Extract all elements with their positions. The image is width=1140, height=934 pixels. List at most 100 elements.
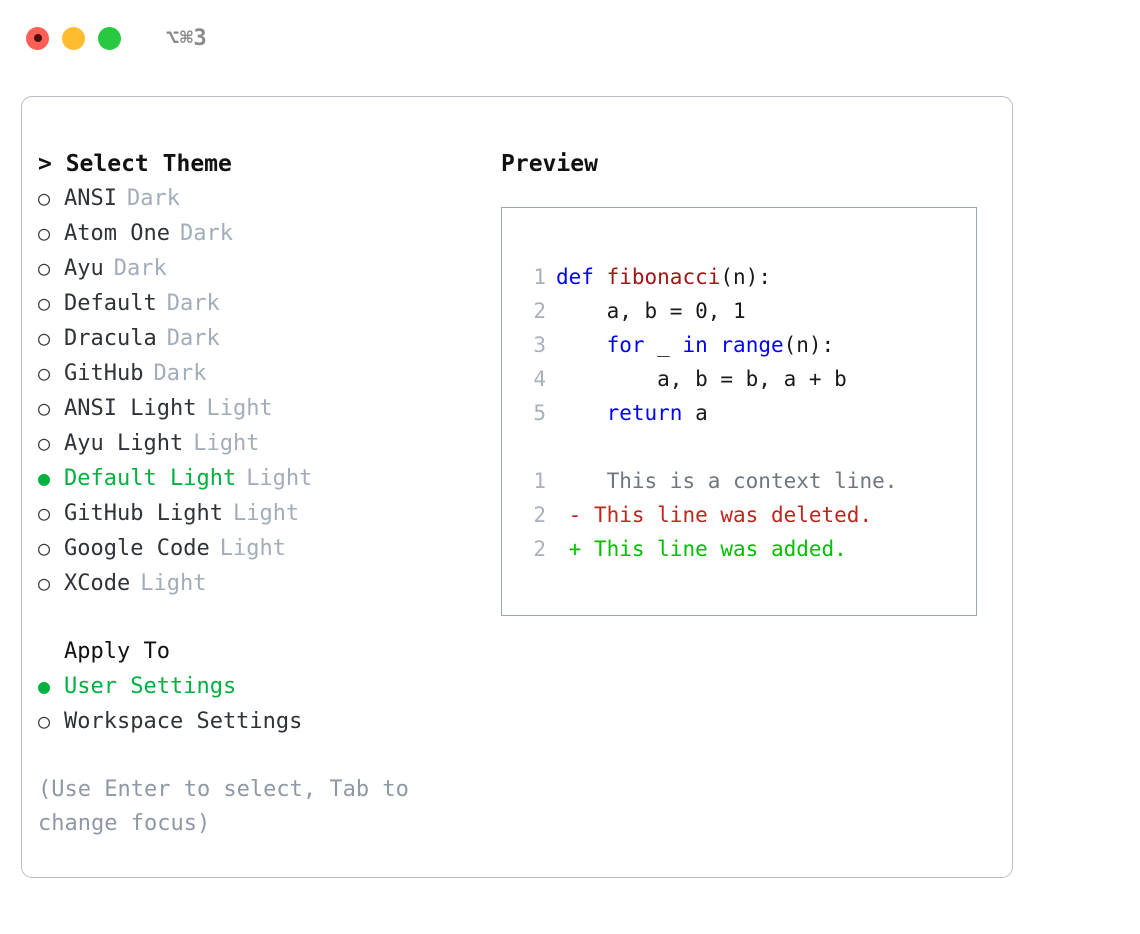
close-button[interactable] <box>26 26 49 50</box>
code-token <box>708 333 721 357</box>
radio-unselected-icon: ○ <box>38 326 51 350</box>
preview-box: 1 def fibonacci(n): 2 a, b = 0, 1 3 for _ i… <box>501 207 977 616</box>
diff-text: This is a context line. <box>581 469 898 493</box>
apply-to-option-workspace-settings[interactable]: ○Workspace Settings <box>38 704 468 739</box>
radio-selected-icon: ● <box>38 674 51 698</box>
code-token: def <box>556 265 594 289</box>
diff-line-number: 1 <box>533 469 546 493</box>
code-token <box>556 401 607 425</box>
radio-unselected-icon: ○ <box>38 396 51 420</box>
diff-line: 1 This is a context line. <box>524 464 976 498</box>
code-line-number: 2 <box>533 299 546 323</box>
code-line-number: 1 <box>533 265 546 289</box>
theme-kind-badge: Dark <box>166 291 220 316</box>
theme-option-label: Default <box>64 291 157 316</box>
theme-option-label: Ayu <box>64 256 104 281</box>
preview-panel: Preview 1 def fibonacci(n): 2 a, b = 0, 1 3… <box>501 147 981 616</box>
code-line: 2 a, b = 0, 1 <box>524 294 976 328</box>
theme-kind-badge: Dark <box>166 326 220 351</box>
radio-unselected-icon: ○ <box>38 291 51 315</box>
theme-option-label: Ayu Light <box>64 431 184 456</box>
diff-line: 2 + This line was added. <box>524 532 976 566</box>
apply-to-option-user-settings[interactable]: ● User Settings <box>38 669 468 704</box>
code-token: a, b = b, a + b <box>556 367 847 391</box>
theme-option-label: Default Light <box>64 466 237 491</box>
preview-header: Preview <box>501 151 598 177</box>
code-token <box>594 265 607 289</box>
theme-option-dracula[interactable]: ○ Dracula Dark <box>38 321 468 356</box>
radio-unselected-icon: ○ <box>38 536 51 560</box>
code-line: 5 return a <box>524 396 976 430</box>
theme-option-ayu-light[interactable]: ○ Ayu Light Light <box>38 426 468 461</box>
theme-kind-badge: Dark <box>113 256 167 281</box>
radio-unselected-icon: ○ <box>38 431 51 455</box>
code-token: return <box>606 401 683 425</box>
radio-unselected-icon: ○ <box>38 221 51 245</box>
theme-option-ansi-light[interactable]: ○ ANSI Light Light <box>38 391 468 426</box>
theme-option-label: ANSI <box>64 186 117 211</box>
keyboard-shortcut-label: ⌥⌘3 <box>166 25 208 51</box>
code-token: range <box>720 333 784 357</box>
diff-sign <box>556 469 581 493</box>
diff-line-number: 2 <box>533 503 546 527</box>
minimize-button[interactable] <box>62 26 85 50</box>
code-line-number: 3 <box>533 333 546 357</box>
theme-option-label: Dracula <box>64 326 157 351</box>
code-token: _ <box>644 333 683 357</box>
theme-option-atom-one[interactable]: ○ Atom One Dark <box>38 216 468 251</box>
theme-option-xcode[interactable]: ○ XCode Light <box>38 566 468 601</box>
diff-line: 2 - This line was deleted. <box>524 498 976 532</box>
code-token: for <box>606 333 645 357</box>
code-token: fibonacci <box>606 265 721 289</box>
theme-option-label: ANSI Light <box>64 396 197 421</box>
code-line: 4 a, b = b, a + b <box>524 362 976 396</box>
code-token <box>556 333 607 357</box>
code-token: in <box>682 333 708 357</box>
radio-unselected-icon: ○ <box>38 186 51 210</box>
radio-unselected-icon: ○ <box>38 361 51 385</box>
code-token: a, b = 0, 1 <box>556 299 746 323</box>
theme-kind-badge: Light <box>193 431 260 456</box>
diff-sample: 1 This is a context line.2 - This line w… <box>524 464 976 566</box>
apply-to-option-label: User Settings <box>64 674 237 699</box>
theme-option-label: GitHub Light <box>64 501 223 526</box>
theme-option-default[interactable]: ○ Default Dark <box>38 286 468 321</box>
theme-option-label: Google Code <box>64 536 210 561</box>
diff-text: This line was deleted. <box>581 503 873 527</box>
theme-kind-badge: Light <box>246 466 313 491</box>
apply-to-options-list: ● User Settings ○Workspace Settings <box>38 669 468 739</box>
radio-unselected-icon: ○ <box>38 256 51 280</box>
theme-option-label: Atom One <box>64 221 170 246</box>
theme-kind-badge: Light <box>206 396 273 421</box>
theme-option-github[interactable]: ○ GitHub Dark <box>38 356 468 391</box>
theme-kind-badge: Light <box>232 501 300 526</box>
theme-kind-badge: Dark <box>153 361 207 386</box>
theme-kind-badge: Dark <box>179 221 233 246</box>
code-token: (n): <box>720 265 771 289</box>
theme-option-label: XCode <box>64 571 131 596</box>
theme-kind-badge: Light <box>219 536 286 561</box>
theme-kind-badge: Light <box>140 571 207 596</box>
diff-sign: - <box>556 503 582 527</box>
theme-option-google-code[interactable]: ○ Google Code Light <box>38 531 468 566</box>
theme-option-ayu[interactable]: ○ Ayu Dark <box>38 251 468 286</box>
traffic-lights <box>26 26 121 50</box>
apply-to-option-label: Workspace Settings <box>64 709 303 734</box>
apply-to-header: Apply To <box>64 639 170 664</box>
maximize-button[interactable] <box>98 26 121 50</box>
code-diff-spacer <box>524 430 976 464</box>
diff-sign: + <box>556 537 582 561</box>
theme-option-label: GitHub <box>64 361 144 386</box>
diff-text: This line was added. <box>581 537 847 561</box>
code-line-number: 5 <box>533 401 546 425</box>
keyboard-hint-text: (Use Enter to select, Tab to change focu… <box>38 777 423 836</box>
radio-unselected-icon: ○ <box>38 571 51 595</box>
code-line: 1 def fibonacci(n): <box>524 260 976 294</box>
select-theme-header: > Select Theme <box>38 151 232 177</box>
